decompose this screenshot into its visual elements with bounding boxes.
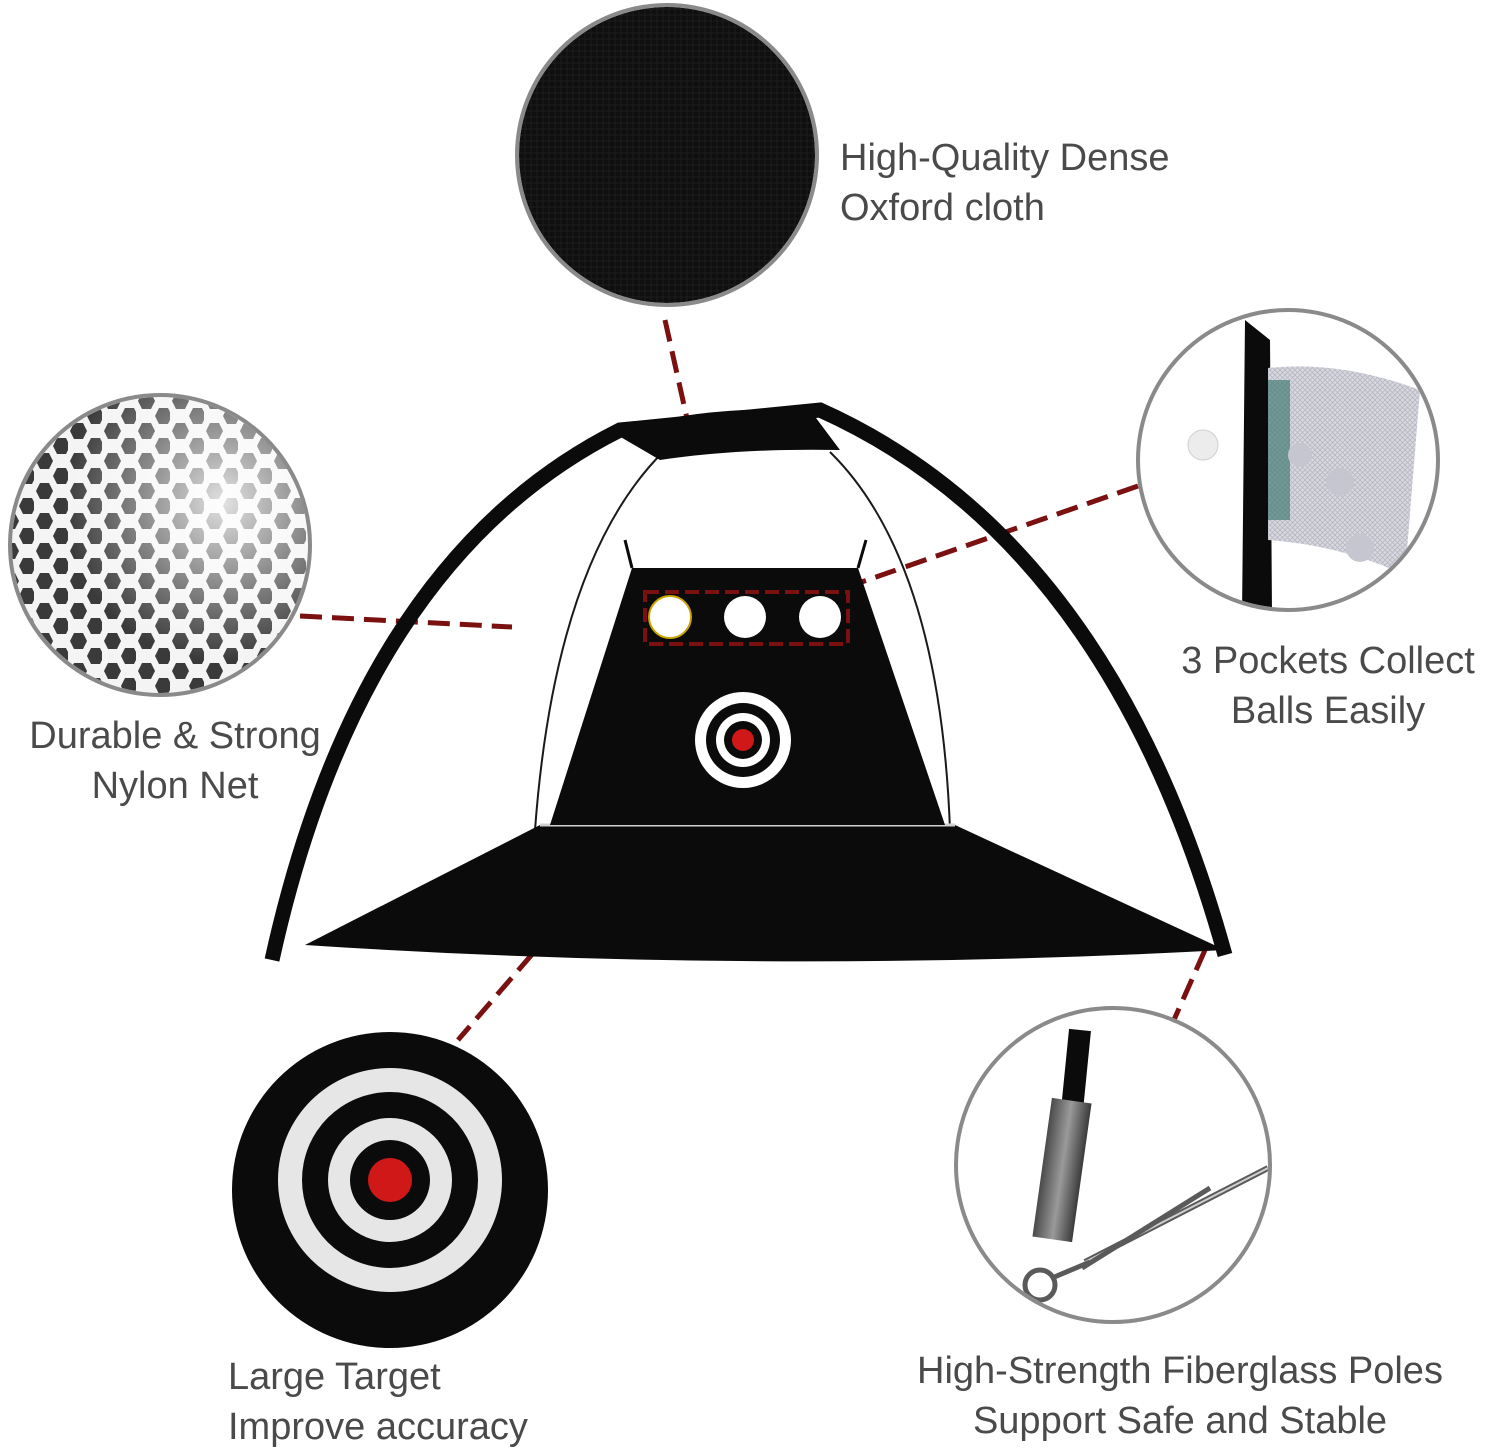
caption-pockets: 3 Pockets Collect Balls Easily xyxy=(1160,636,1496,736)
caption-oxford-cloth: High-Quality Dense Oxford cloth xyxy=(840,133,1169,233)
pocket-3 xyxy=(799,596,841,638)
pocket-2 xyxy=(724,596,766,638)
pockets-highlight-box xyxy=(643,590,850,646)
caption-target-line1: Large Target xyxy=(228,1356,441,1398)
ground-sheet xyxy=(305,825,1225,962)
leader-line-pockets xyxy=(852,483,1139,588)
inner-pole-right-edge xyxy=(829,451,951,831)
caption-oxford-line1: High-Quality Dense xyxy=(840,137,1170,179)
outer-arch-white-left xyxy=(297,779,355,961)
caption-poles-line2: Support Safe and Stable xyxy=(972,1400,1388,1442)
detail-pockets xyxy=(1136,308,1440,612)
caption-nylon-line1: Durable & Strong xyxy=(29,715,321,757)
caption-nylon-net: Durable & Strong Nylon Net xyxy=(10,711,340,811)
top-canopy xyxy=(612,409,840,460)
detail-oxford-cloth xyxy=(515,3,819,307)
ball-pockets xyxy=(643,590,850,646)
caption-pockets-line2: Balls Easily xyxy=(1230,690,1426,732)
caption-fiberglass-poles: High-Strength Fiberglass Poles Support S… xyxy=(870,1346,1490,1446)
pocket-1 xyxy=(648,595,692,639)
caption-nylon-line2: Nylon Net xyxy=(91,765,259,807)
inner-pole-right xyxy=(822,452,948,831)
inner-pole-left-edge xyxy=(534,451,664,831)
golf-net xyxy=(264,402,1233,962)
caption-pockets-line1: 3 Pockets Collect xyxy=(1181,640,1475,682)
detail-nylon-net xyxy=(8,393,312,697)
caption-target-line2: Improve accuracy xyxy=(228,1406,528,1448)
inner-pole-left xyxy=(537,452,671,831)
detail-large-target xyxy=(232,1032,548,1348)
small-target xyxy=(695,692,791,788)
caption-large-target: Large Target Improve accuracy xyxy=(228,1352,528,1452)
caption-poles-line1: High-Strength Fiberglass Poles xyxy=(917,1350,1443,1392)
detail-fiberglass-poles xyxy=(954,1006,1272,1324)
leader-line-target xyxy=(456,758,702,1042)
caption-oxford-line2: Oxford cloth xyxy=(840,187,1045,229)
outer-arch-white-right xyxy=(1149,789,1213,946)
leader-line-oxford xyxy=(662,319,693,433)
